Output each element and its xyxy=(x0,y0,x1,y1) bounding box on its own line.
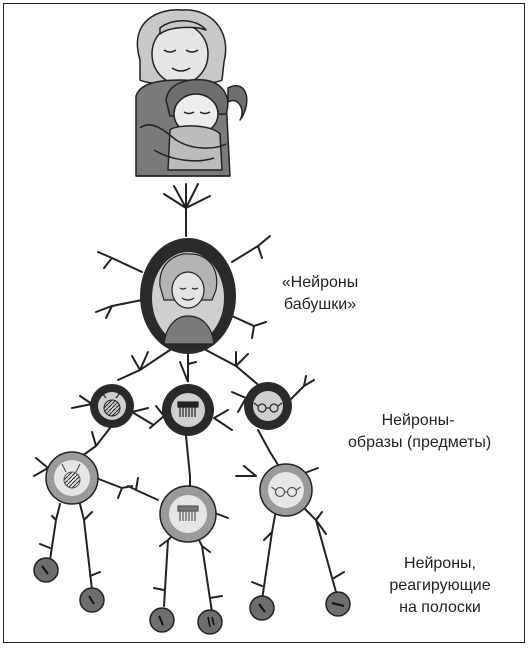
grandmother-face-icon xyxy=(159,253,218,345)
grandmother-neurons-label-line-1: «Нейроны xyxy=(281,274,359,291)
stripe-neurons-label: Нейроны, реагирующие на полоски xyxy=(385,553,495,619)
yarn-ball-icon xyxy=(63,471,81,489)
glasses-icon xyxy=(253,402,283,413)
diagonal-stripe-icon xyxy=(158,615,164,626)
stripe-neurons-label-line-3: на полоски xyxy=(399,599,481,616)
object-neurons-label-line-1: Нейроны- xyxy=(381,412,455,429)
grandmother-neuron xyxy=(140,238,236,354)
stripe-neuron-6 xyxy=(325,591,351,617)
stripe-neuron-3 xyxy=(149,607,175,633)
glasses-icon xyxy=(271,486,301,498)
comb-icon xyxy=(177,401,199,417)
stripe-neurons xyxy=(33,557,351,635)
diagonal-stripe-icon xyxy=(88,595,95,605)
stripe-neuron-1 xyxy=(33,557,59,583)
lower-neuron-glasses xyxy=(259,463,313,517)
stripe-neuron-2 xyxy=(79,587,105,613)
diagonal-stripe-icon xyxy=(258,603,266,613)
grandmother-hugging-girl-illustration xyxy=(135,9,248,177)
vertical-stripe-icon xyxy=(207,616,215,628)
lower-neuron-yarn xyxy=(45,451,99,505)
stripe-neuron-4 xyxy=(197,609,223,635)
neuron-connections xyxy=(33,183,345,613)
figure-frame xyxy=(3,3,525,643)
stripe-neurons-label-line-2: реагирующие xyxy=(389,577,491,594)
object-neuron-glasses xyxy=(244,382,292,430)
object-neurons-label-line-2: образы (предметы) xyxy=(348,434,492,451)
comb-icon xyxy=(177,505,199,521)
object-neurons-label: Нейроны- образы (предметы) xyxy=(348,410,492,454)
grandmother-neurons-label: «Нейроны бабушки» xyxy=(270,272,370,316)
yarn-ball-icon xyxy=(103,399,121,417)
stripe-neurons-label-line-1: Нейроны, xyxy=(404,555,476,572)
lower-neuron-comb xyxy=(159,485,217,543)
diagonal-stripe-icon xyxy=(41,565,49,575)
stripe-neuron-5 xyxy=(249,595,275,621)
object-neuron-comb xyxy=(162,384,214,436)
grandmother-neurons-label-line-2: бабушки» xyxy=(283,296,357,313)
object-neuron-yarn xyxy=(90,384,134,428)
horizontal-stripe-icon xyxy=(331,602,345,607)
